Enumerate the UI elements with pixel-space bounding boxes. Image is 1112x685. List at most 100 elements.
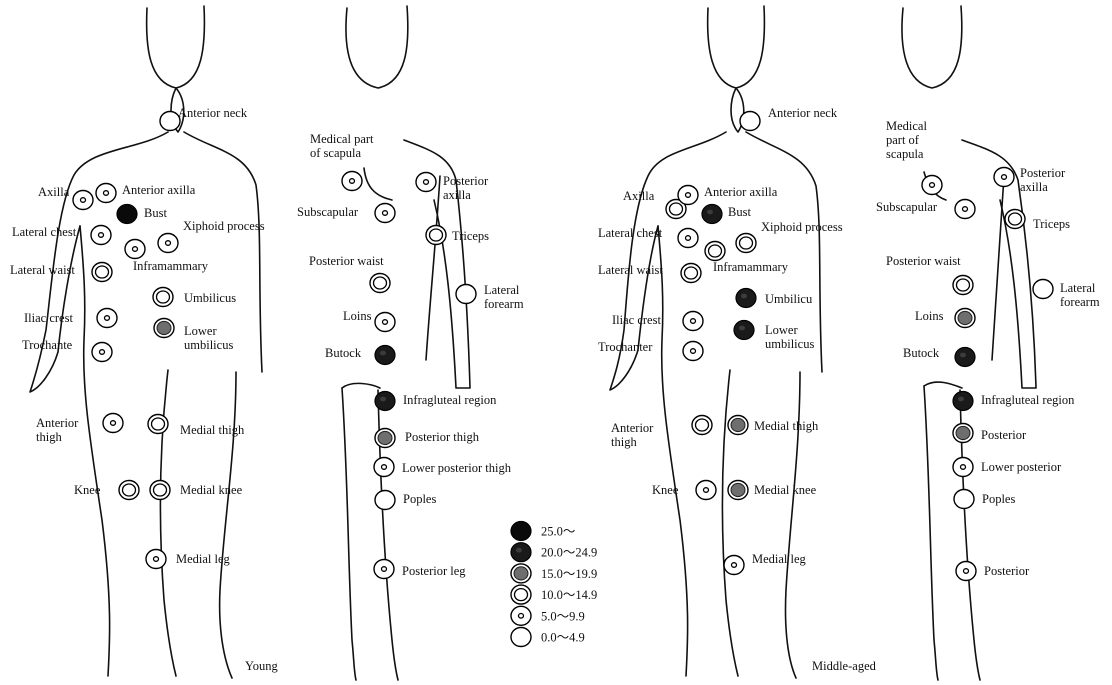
site-marker-c4	[953, 276, 973, 295]
site-marker-c4	[119, 481, 139, 500]
site-marker-c5	[696, 481, 716, 500]
site-label: Loins	[343, 309, 372, 323]
site-label: Inframammary	[713, 260, 789, 274]
young-back-outline	[342, 6, 470, 680]
site-butock: Butock	[325, 346, 395, 365]
site-label: Triceps	[1033, 217, 1070, 231]
site-marker-c2	[953, 392, 973, 411]
legend-label: 0.0～4.9	[541, 631, 585, 645]
site-marker-c1	[117, 205, 137, 224]
site-label: Lateral waist	[598, 263, 663, 277]
site-anterior-neck: Anterior neck	[740, 106, 838, 131]
site-label: Posterior	[981, 428, 1027, 442]
site-triceps: Triceps	[1005, 210, 1070, 232]
legend-item-c3: 15.0～19.9	[511, 564, 597, 583]
site-anterior-axilla: Anterior axilla	[96, 183, 196, 203]
site-medial-knee: Medial knee	[728, 481, 817, 500]
site-label: Medial knee	[754, 483, 817, 497]
site-iliac-crest: Iliac crest	[24, 309, 117, 328]
site-label: Knee	[652, 483, 679, 497]
site-label: Loins	[915, 309, 944, 323]
site-marker-c6	[740, 112, 760, 131]
site-marker-c4	[681, 264, 701, 283]
legend-label: 5.0～9.9	[541, 609, 585, 623]
site-butock: Butock	[903, 346, 975, 367]
site-marker-c6	[1033, 280, 1053, 299]
site-marker-c2	[375, 346, 395, 365]
site-marker-c4	[92, 263, 112, 282]
site-label: Infragluteal region	[981, 393, 1075, 407]
site-label: Lateral chest	[598, 226, 663, 240]
site-trochante: Trochante	[22, 338, 112, 362]
site-label: Trochanter	[598, 340, 653, 354]
site-label: Posterioraxilla	[443, 174, 489, 202]
site-medical-part-of-scapula: Medicalpart ofscapula	[886, 119, 942, 195]
site-marker-c5	[724, 556, 744, 575]
legend-item-c5: 5.0～9.9	[511, 606, 585, 625]
site-marker-c2	[955, 348, 975, 367]
site-marker-c5	[375, 313, 395, 332]
legend-label: 15.0～19.9	[541, 567, 597, 581]
site-subscapular: Subscapular	[876, 200, 975, 219]
legend-marker	[511, 564, 531, 583]
legend-label: 20.0～24.9	[541, 546, 597, 560]
site-knee: Knee	[652, 481, 716, 500]
site-posterior: Posterior	[956, 562, 1030, 581]
site-label: Medial thigh	[180, 423, 245, 437]
site-marker-c6	[456, 285, 476, 304]
site-marker-c4	[705, 242, 725, 261]
site-posterior-thigh: Posterior thigh	[375, 429, 480, 448]
site-posterior-waist: Posterior waist	[886, 254, 973, 295]
site-label: Anterior neck	[768, 106, 838, 120]
site-label: Infragluteal region	[403, 393, 497, 407]
site-triceps: Triceps	[426, 226, 489, 245]
legend-item-c2: 20.0～24.9	[511, 543, 597, 562]
legend: 25.0～20.0～24.915.0～19.910.0～14.95.0～9.90…	[511, 522, 597, 647]
site-marker-c5	[92, 343, 112, 362]
site-posterior-axilla: Posterioraxilla	[416, 173, 489, 203]
site-marker-c3	[728, 481, 748, 500]
site-marker-c5	[96, 184, 116, 203]
site-label: Subscapular	[876, 200, 938, 214]
site-marker-c5	[374, 560, 394, 579]
legend-marker	[511, 585, 531, 604]
legend-item-c4: 10.0～14.9	[511, 585, 597, 604]
site-label: Knee	[74, 483, 101, 497]
site-poples: Poples	[375, 491, 436, 510]
site-label: Umbilicus	[184, 291, 236, 305]
site-marker-c5	[678, 186, 698, 205]
site-marker-c6	[160, 112, 180, 131]
site-marker-c6	[954, 490, 974, 509]
site-label: Anterior axilla	[704, 185, 778, 199]
site-marker-c4	[736, 234, 756, 253]
legend-marker	[511, 606, 531, 625]
site-label: Triceps	[452, 229, 489, 243]
site-label: Medial leg	[752, 552, 807, 566]
site-marker-c4	[150, 481, 170, 500]
site-axilla: Axilla	[623, 189, 686, 219]
site-label: Posterior thigh	[405, 430, 480, 444]
site-marker-c5	[146, 550, 166, 569]
site-medial-leg: Medial leg	[146, 550, 231, 569]
site-label: Posterior waist	[309, 254, 384, 268]
site-marker-c5	[73, 191, 93, 210]
site-label: Lowerumbilicus	[765, 323, 814, 351]
site-label: Posterior waist	[886, 254, 961, 268]
site-label: Xiphoid process	[761, 220, 843, 234]
site-marker-c5	[922, 176, 942, 195]
site-label: Butock	[325, 346, 362, 360]
site-bust: Bust	[702, 205, 751, 224]
site-posterior-leg: Posterior leg	[374, 560, 466, 579]
site-marker-c5	[953, 458, 973, 477]
site-poples: Poples	[954, 490, 1015, 509]
site-marker-c5	[994, 168, 1014, 187]
legend-marker	[511, 522, 531, 541]
site-medial-knee: Medial knee	[150, 481, 243, 500]
site-label: Butock	[903, 346, 940, 360]
site-posterior-waist: Posterior waist	[309, 254, 390, 293]
site-marker-c5	[158, 234, 178, 253]
